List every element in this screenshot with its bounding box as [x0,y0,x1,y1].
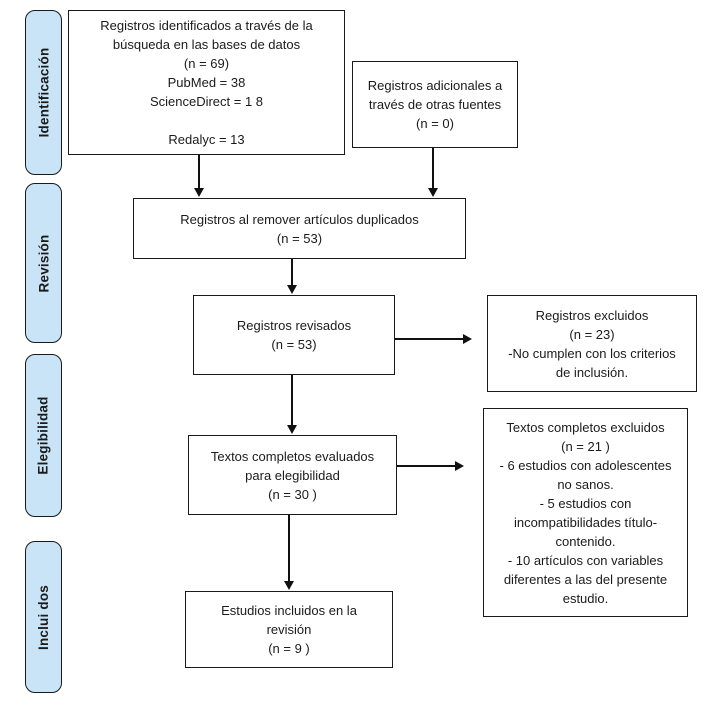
box-fulltext-assessed: Textos completos evaluados para elegibili… [188,435,397,515]
box-text-line: Registros al remover artículos duplicado… [180,211,419,227]
box-text-line [73,111,340,130]
box-studies-included: Estudios incluidos en la revisión (n = 9 ) [185,591,393,668]
phase-elegibilidad: Elegibilidad [25,354,62,517]
box-text-line: no sanos. [557,476,614,492]
box-text-line: Registros adicionales a [367,78,503,93]
box-additional-records: Registros adicionales a través de otras f… [352,61,518,148]
box-records-identified: Registros identificados a través de la bú… [68,10,345,155]
box-text-line: - 10 artículos con variables [507,552,664,568]
box-text-line: estudio. [562,590,609,606]
box-text-line: PubMed = 38 [167,75,246,90]
phase-elegibilidad-label: Elegibilidad [36,396,52,475]
box-text-line: búsqueda en las bases de datos [112,37,301,52]
box-records-screened: Registros revisados (n = 53) [193,295,395,375]
box-text-line: (n = 9 ) [268,641,310,656]
box-text-line: (n = 53) [276,230,323,246]
box-text-line: (n = 69) [183,56,230,71]
arrow-fulltext-to-included [283,515,294,590]
box-text-line: de inclusión. [555,364,629,380]
phase-incluidos: Inclui dos [25,541,62,693]
phase-revision-label: Revisión [36,234,51,292]
arrow-screened-to-excluded [395,333,472,344]
box-text-line: (n = 23) [569,326,615,342]
box-text-line: ScienceDirect = 1 8 [149,94,264,109]
box-text-line: Estudios incluidos en la [221,603,357,618]
box-text-line: Registros revisados [236,318,352,333]
box-text-line: (n = 21 ) [561,438,610,454]
box-text-line: (n = 53) [271,337,317,352]
box-text-line: para elegibilidad [245,467,340,483]
arrow-identified-to-deduplicated [193,155,204,197]
box-fulltext-excluded: Textos completos excluidos (n = 21 ) - 6 e… [483,408,688,617]
box-text-line: revisión [266,622,312,637]
box-text-line: (n = 30 ) [268,486,317,502]
arrow-deduplicated-to-screened [286,259,297,294]
phase-identificacion-label: Identificación [36,47,51,138]
box-text-line: -No cumplen con los criterios [508,345,676,361]
box-records-excluded: Registros excluidos (n = 23) -No cumplen c… [487,295,697,392]
box-text-line: diferentes a las del presente [503,571,668,587]
arrow-additional-to-deduplicated [427,148,438,197]
arrow-fulltext-to-excluded [397,460,464,471]
phase-revision: Revisión [25,183,62,343]
box-text-line: - 6 estudios con adolescentes [499,457,672,473]
arrow-screened-to-fulltext [286,375,297,434]
box-text-line: Registros identificados a través de la [100,18,313,33]
phase-incluidos-label: Inclui dos [36,584,52,650]
box-text-line: incompatibilidades título- [513,514,658,530]
box-text-line: - 5 estudios con [539,495,632,511]
box-after-duplicates-removed: Registros al remover artículos duplicado… [133,198,466,259]
box-text-line: Textos completos excluidos [506,419,665,435]
phase-identificacion: Identificación [25,10,62,175]
box-text-line: (n = 0) [416,116,454,131]
box-text-line: través de otras fuentes [368,97,502,112]
box-text-line: Registros excluidos [535,307,649,323]
box-text-line: Textos completos evaluados [210,448,375,464]
box-text-line: contenido. [555,533,616,549]
box-text-line: Redalyc = 13 [168,132,245,147]
